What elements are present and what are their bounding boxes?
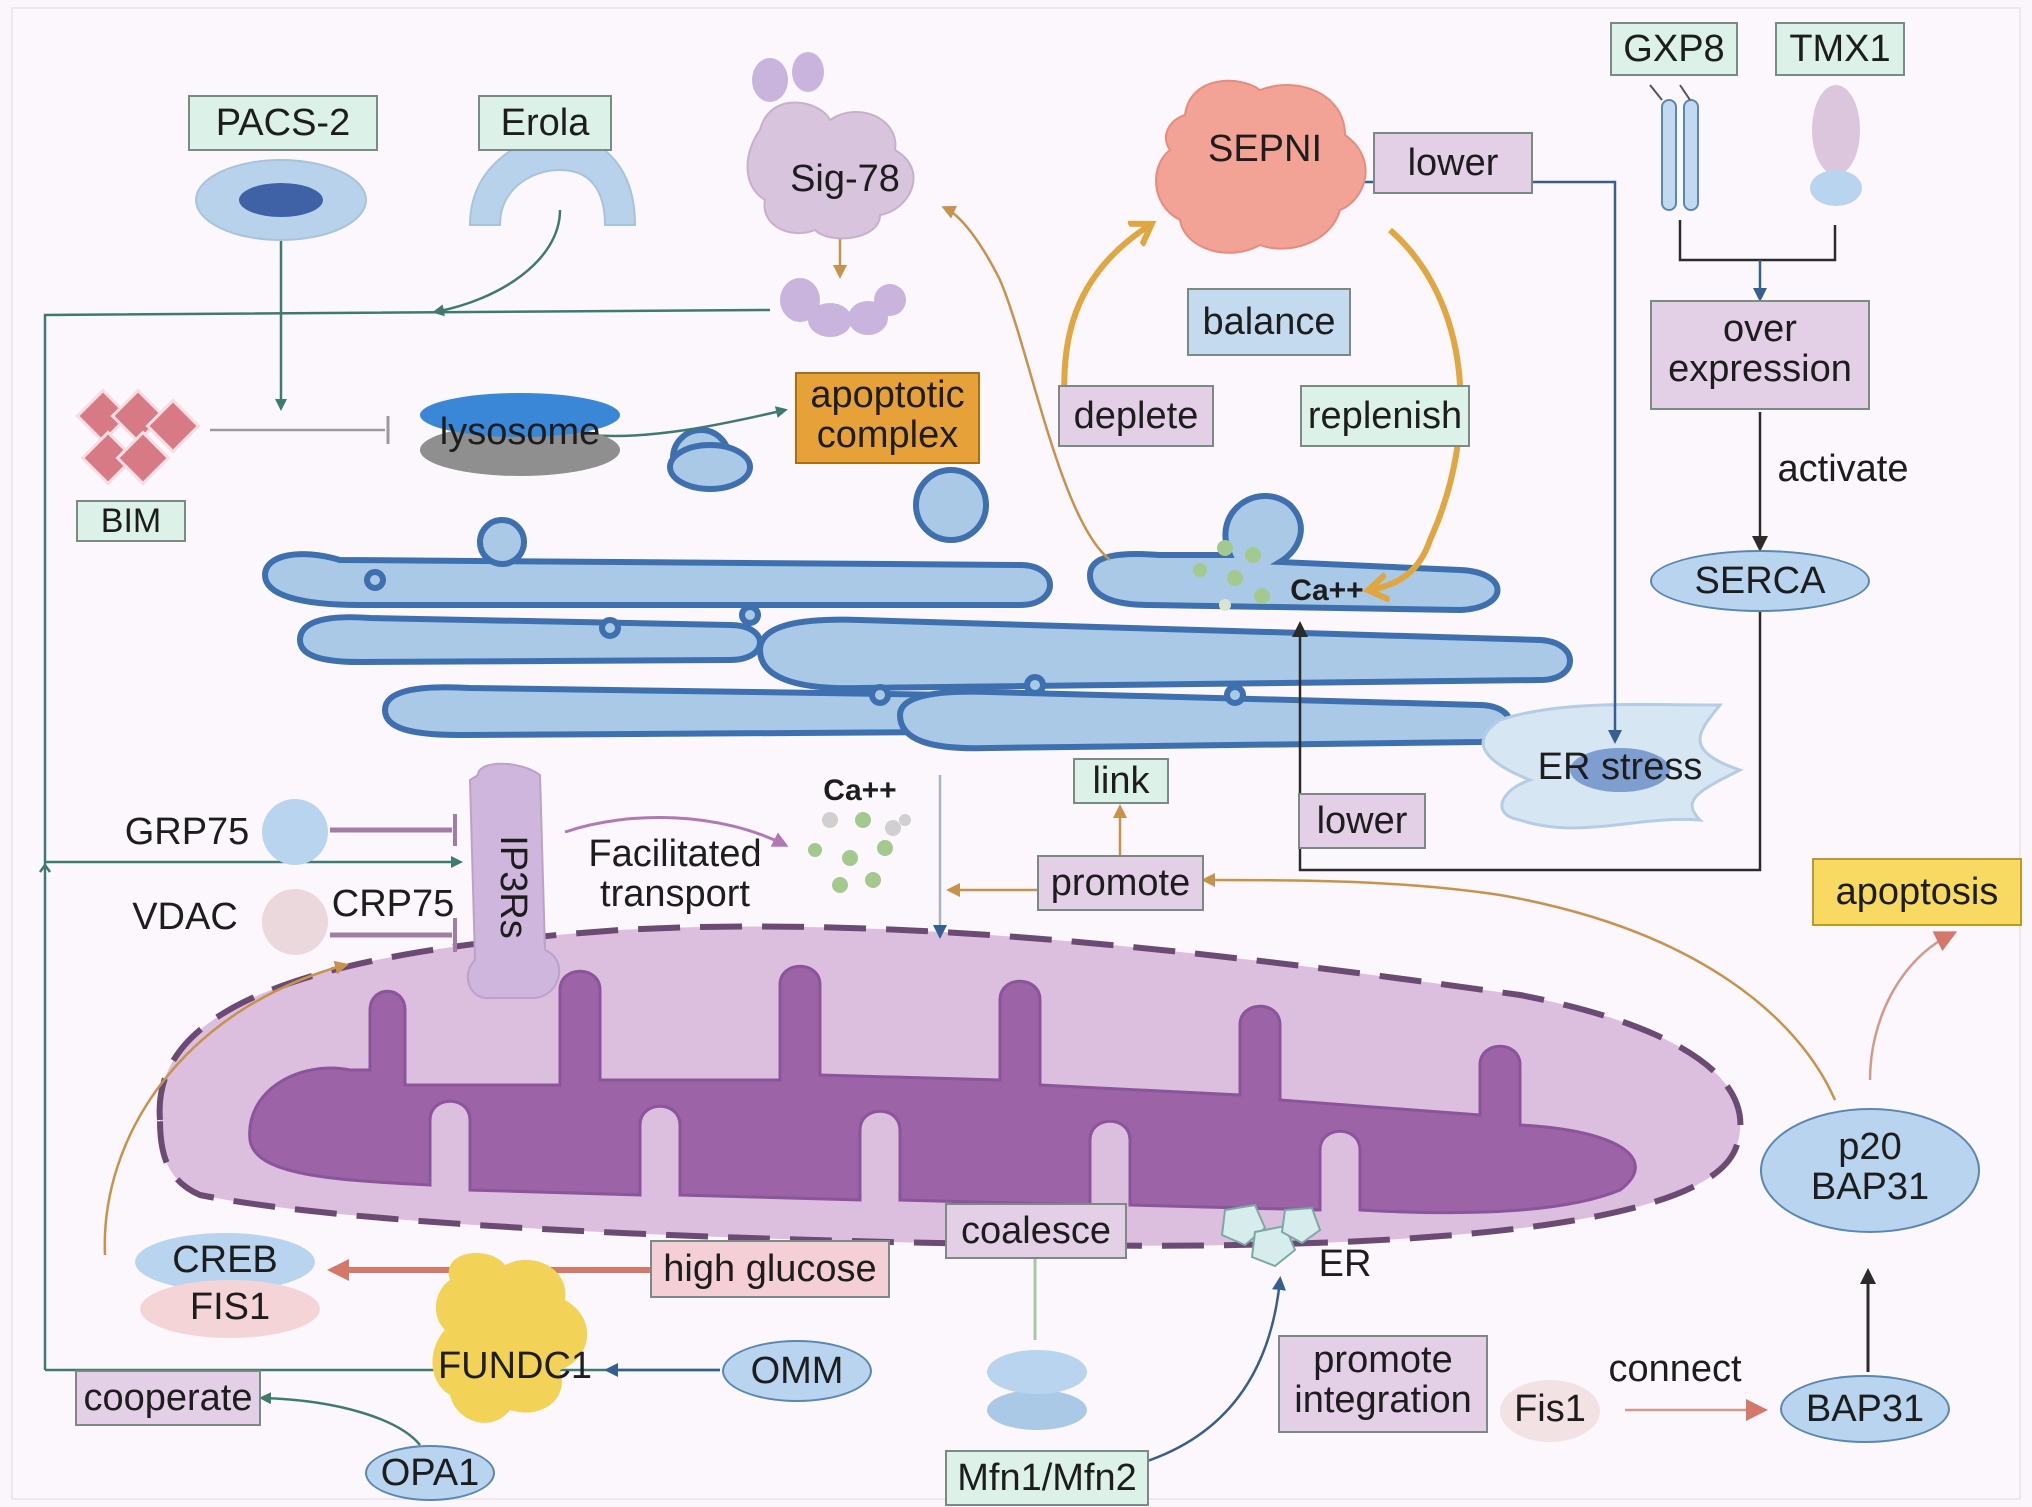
over-expression-line-2: expression bbox=[1668, 347, 1852, 390]
deplete-label: deplete bbox=[1058, 385, 1214, 447]
replenish-label: replenish bbox=[1300, 385, 1470, 447]
pacs2-vesicle-icon bbox=[195, 159, 367, 241]
ca-er-label: Ca++ bbox=[1290, 574, 1364, 607]
grp75-label: GRP75 bbox=[124, 811, 250, 853]
bim-label: BIM bbox=[76, 500, 186, 542]
apoptotic-complex-line-2: complex bbox=[816, 413, 959, 456]
bap31-label: BAP31 bbox=[1780, 1375, 1950, 1443]
sig78-protein-icon bbox=[746, 52, 915, 337]
p20-bap31-line-2: BAP31 bbox=[1810, 1165, 1930, 1208]
over-expression-label: over expression bbox=[1650, 300, 1870, 410]
balance-label: balance bbox=[1187, 288, 1351, 356]
grp75-icon bbox=[262, 799, 328, 865]
link-label: link bbox=[1073, 758, 1169, 804]
activate-label: activate bbox=[1777, 448, 1909, 490]
er-stress-nucleus bbox=[1570, 748, 1670, 792]
gxp8-protein-icon bbox=[1649, 84, 1699, 211]
bim-protein-icon bbox=[75, 388, 201, 486]
p20-bap31-label: p20 BAP31 bbox=[1760, 1108, 1980, 1233]
er-stress-label: ER stress bbox=[1537, 746, 1703, 788]
mfn-label: Mfn1/Mfn2 bbox=[945, 1450, 1149, 1506]
creb-label: CREB bbox=[135, 1233, 315, 1291]
vdac-label: VDAC bbox=[132, 896, 238, 938]
sig78-label: Sig-78 bbox=[790, 158, 900, 200]
apoptotic-complex-label: apoptotic complex bbox=[795, 372, 980, 464]
p20-bap31-line-1: p20 bbox=[1838, 1126, 1902, 1168]
lysosome-icon bbox=[420, 393, 620, 476]
crp75-label: CRP75 bbox=[331, 883, 455, 925]
apoptotic-complex-line-1: apoptotic bbox=[810, 374, 965, 416]
apoptosis-label: apoptosis bbox=[1812, 858, 2022, 926]
facilitated-transport-line-2: transport bbox=[600, 872, 750, 915]
gxp8-label: GXP8 bbox=[1610, 22, 1738, 76]
mitochondrion bbox=[156, 923, 1744, 1249]
promote-integration-line-2: integration bbox=[1294, 1378, 1472, 1421]
pacs2-label: PACS-2 bbox=[188, 95, 378, 151]
vdac-icon bbox=[262, 889, 328, 955]
calcium-dots-er bbox=[1193, 540, 1270, 611]
er-label: ER bbox=[1318, 1243, 1372, 1285]
tmx1-protein-icon bbox=[1810, 85, 1862, 206]
fundc1-label: FUNDC1 bbox=[437, 1345, 593, 1387]
fis1-label-upper: FIS1 bbox=[140, 1280, 320, 1338]
erola-label: Erola bbox=[478, 95, 612, 151]
calcium-dots-gap bbox=[808, 812, 911, 893]
ip3rs-channel-icon bbox=[466, 762, 561, 1000]
omm-label: OMM bbox=[722, 1340, 872, 1402]
connect-label: connect bbox=[1608, 1348, 1742, 1390]
opa1-label: OPA1 bbox=[365, 1445, 495, 1501]
facilitated-transport-line-1: Facilitated bbox=[588, 833, 762, 875]
promote-integration-label: promote integration bbox=[1278, 1335, 1488, 1433]
vesicle-icon bbox=[667, 442, 753, 492]
sepni-protein-icon bbox=[1155, 79, 1367, 254]
connectors bbox=[38, 180, 1958, 1467]
coalesce-label: coalesce bbox=[945, 1203, 1127, 1259]
sepni-label: SEPNI bbox=[1207, 128, 1323, 170]
lysosome-label: lysosome bbox=[439, 411, 601, 453]
cooperate-label: cooperate bbox=[75, 1370, 261, 1426]
tmx1-label: TMX1 bbox=[1775, 22, 1905, 76]
mfn-disc-icon bbox=[987, 1350, 1087, 1430]
serca-label: SERCA bbox=[1650, 550, 1870, 612]
ip3rs-label: IP3Rs bbox=[492, 835, 534, 939]
high-glucose-label: high glucose bbox=[650, 1240, 890, 1298]
facilitated-transport-label: Facilitated transport bbox=[575, 833, 775, 929]
promote-integration-line-1: promote bbox=[1313, 1339, 1453, 1381]
ca-gap-label: Ca++ bbox=[823, 774, 897, 807]
lower-label-top: lower bbox=[1373, 132, 1533, 194]
er-fragment-icon bbox=[1220, 1203, 1322, 1268]
promote-label: promote bbox=[1037, 855, 1204, 911]
fis1-label-lower: Fis1 bbox=[1500, 1380, 1600, 1442]
lower-label-mid: lower bbox=[1298, 793, 1426, 849]
fundc1-protein-icon bbox=[432, 1253, 588, 1423]
over-expression-line-1: over bbox=[1723, 308, 1797, 350]
